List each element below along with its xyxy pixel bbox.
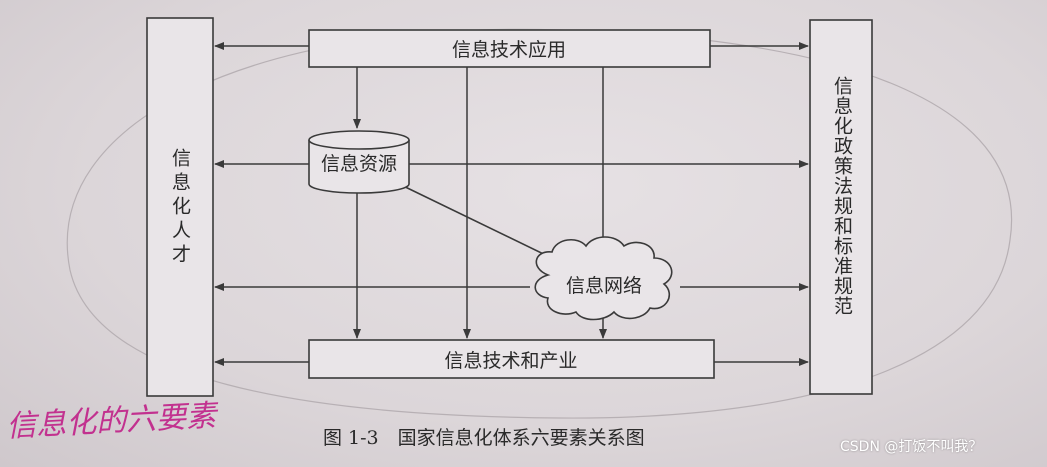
arrow-db-to-cloud [394, 181, 561, 263]
cloud-node [534, 236, 673, 321]
db-node-label: 信息资源 [321, 153, 397, 175]
left-box-label: 信息化人才 [169, 148, 191, 268]
db-node [308, 130, 410, 194]
watermark: CSDN @打饭不叫我？ [840, 439, 983, 455]
figure-caption: 图 1-3 国家信息化体系六要素关系图 [323, 427, 645, 449]
bottom-box [308, 339, 715, 379]
right-box [809, 19, 873, 395]
left-box [146, 17, 214, 397]
background-ellipse [66, 28, 1013, 419]
top-box-label: 信息技术应用 [452, 39, 566, 61]
top-box [308, 29, 711, 68]
right-box-label: 信息化政策法规和标准规范 [831, 76, 853, 316]
bottom-box-label: 信息技术和产业 [444, 350, 577, 372]
cloud-node-label: 信息网络 [566, 275, 642, 297]
